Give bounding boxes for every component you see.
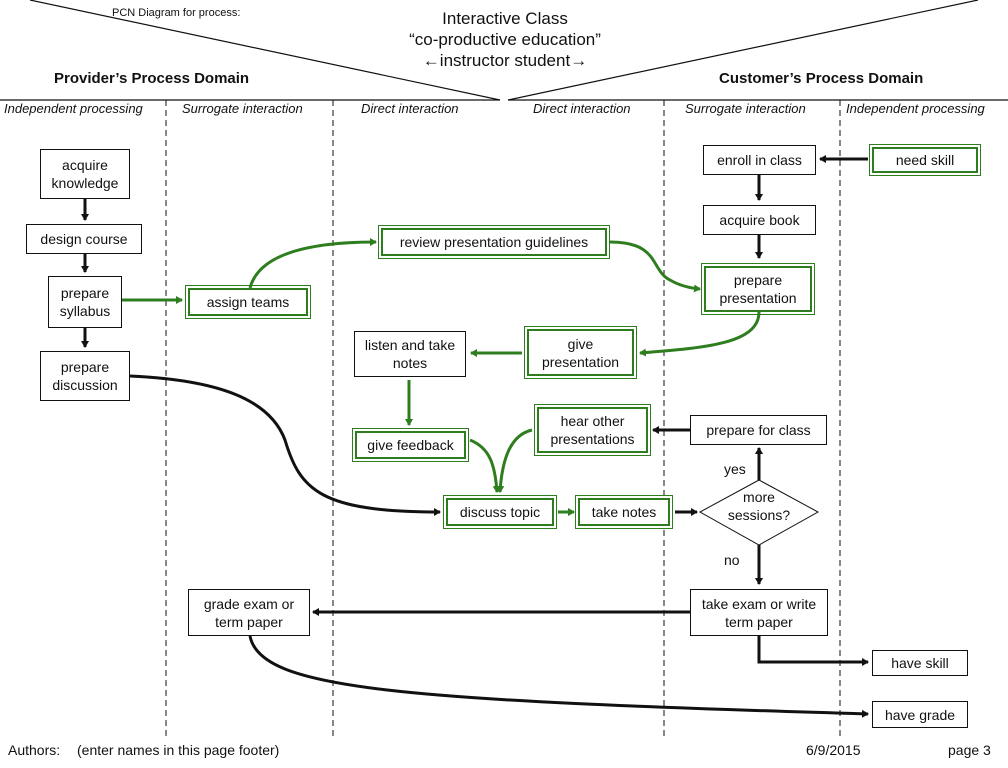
flow-review-prep — [609, 240, 701, 293]
step-take-exam[interactable]: take exam or write term paper — [690, 589, 828, 636]
step-prepare-syllabus[interactable]: prepare syllabus — [48, 276, 122, 328]
branch-label-yes: yes — [724, 461, 746, 477]
diagram-title: Interactive Class “co-productive educati… — [380, 8, 630, 71]
step-give-presentation[interactable]: give presentation — [524, 326, 637, 379]
step-have-skill[interactable]: have skill — [872, 650, 968, 676]
step-give-feedback[interactable]: give feedback — [352, 428, 469, 462]
flow-grade-havegrade — [248, 635, 869, 718]
footer-page-number: page 3 — [948, 742, 991, 758]
region-dividers — [165, 100, 841, 740]
step-prepare-discussion[interactable]: prepare discussion — [40, 351, 130, 401]
decision-more-sessions[interactable]: more sessions? — [727, 489, 791, 523]
flow-hear-discuss — [496, 428, 533, 493]
customer-domain-label: Customer’s Process Domain — [719, 70, 924, 87]
step-prepare-presentation[interactable]: prepare presentation — [701, 263, 815, 315]
step-have-grade[interactable]: have grade — [872, 701, 968, 728]
step-review-presentation-guidelines[interactable]: review presentation guidelines — [378, 225, 610, 259]
value-flows — [122, 238, 761, 516]
region-label-customer-independent: Independent processing — [846, 101, 985, 116]
flow-prep-give — [639, 311, 761, 357]
step-design-course[interactable]: design course — [26, 224, 142, 254]
pcn-label: PCN Diagram for process: — [112, 7, 241, 19]
flow-discussion-discuss — [129, 374, 441, 516]
region-label-provider-surrogate: Surrogate interaction — [182, 101, 303, 116]
flow-exam-haveskill — [757, 636, 869, 666]
step-take-notes[interactable]: take notes — [575, 495, 673, 529]
step-listen-and-take-notes[interactable]: listen and take notes — [354, 331, 466, 377]
region-label-customer-surrogate: Surrogate interaction — [685, 101, 806, 116]
flow-assign-review — [248, 238, 377, 289]
flow-feedback-discuss — [469, 438, 501, 493]
region-label-provider-independent: Independent processing — [4, 101, 143, 116]
step-need-skill[interactable]: need skill — [869, 144, 981, 176]
step-grade-exam[interactable]: grade exam or term paper — [188, 589, 310, 636]
step-hear-other-presentations[interactable]: hear other presentations — [534, 404, 651, 456]
footer-date: 6/9/2015 — [806, 742, 861, 758]
decision-diamond — [698, 479, 820, 546]
step-discuss-topic[interactable]: discuss topic — [443, 495, 557, 529]
branch-label-no: no — [724, 552, 740, 568]
title-line-3: ←instructor student→ — [422, 51, 588, 70]
step-prepare-for-class[interactable]: prepare for class — [690, 415, 827, 445]
header-lines — [0, 0, 1008, 101]
title-line-1: Interactive Class — [442, 9, 568, 28]
region-label-provider-direct: Direct interaction — [361, 101, 459, 116]
region-label-customer-direct: Direct interaction — [533, 101, 631, 116]
step-enroll-in-class[interactable]: enroll in class — [703, 145, 816, 175]
title-line-2: “co-productive education” — [409, 30, 601, 49]
step-acquire-book[interactable]: acquire book — [703, 205, 816, 235]
step-acquire-knowledge[interactable]: acquire knowledge — [40, 149, 130, 199]
step-assign-teams[interactable]: assign teams — [185, 285, 311, 319]
default-flows — [81, 155, 869, 718]
provider-domain-label: Provider’s Process Domain — [54, 70, 250, 87]
authors-value[interactable]: (enter names in this page footer) — [77, 742, 280, 758]
authors-label: Authors: — [8, 742, 61, 758]
